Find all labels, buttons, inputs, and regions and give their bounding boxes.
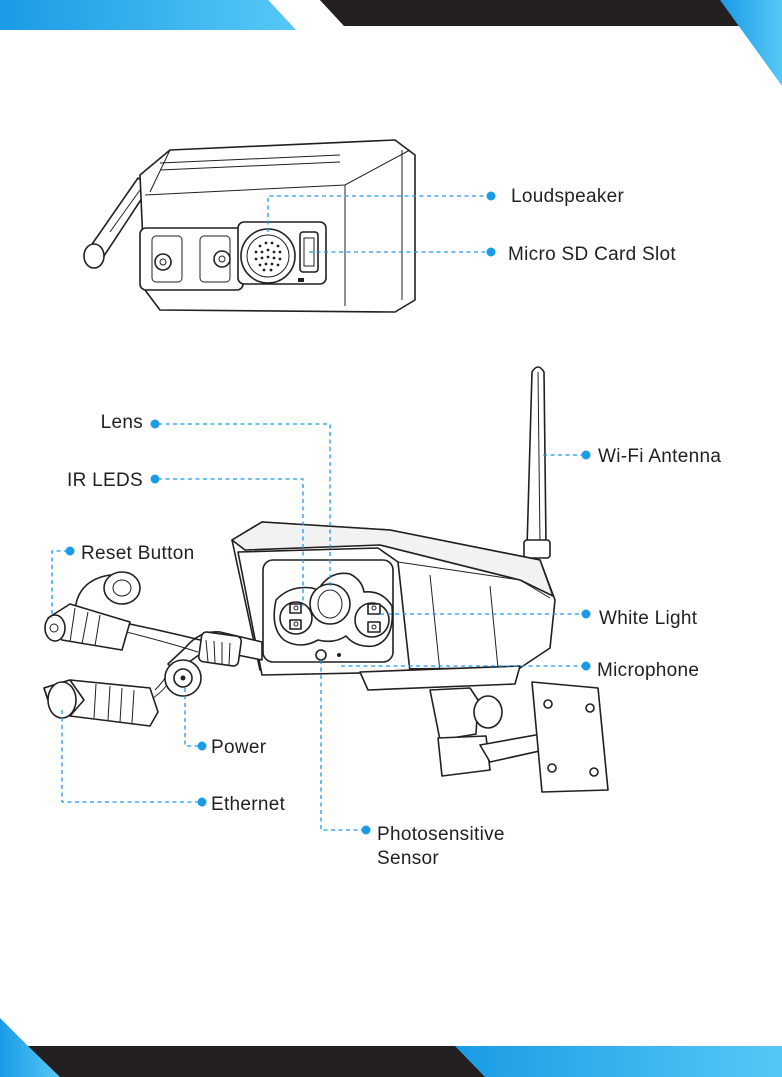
dot-loudspeaker [487, 192, 496, 201]
power-jack [165, 660, 201, 696]
mount-plate [140, 228, 243, 290]
reset-connector [45, 604, 130, 650]
ir-led-cluster [280, 602, 312, 634]
label-white-light: White Light [599, 608, 698, 629]
label-photosensitive-line2: Sensor [377, 848, 439, 869]
dot-microphone [582, 662, 591, 671]
ethernet-connector [44, 680, 158, 726]
label-power: Power [211, 737, 267, 758]
label-lens: Lens [101, 412, 143, 433]
dot-micro-sd [487, 248, 496, 257]
dot-ethernet [198, 798, 207, 807]
label-reset-button: Reset Button [81, 543, 194, 564]
photosensor [316, 650, 326, 660]
label-microphone: Microphone [597, 660, 699, 681]
dot-ir-leds [151, 475, 160, 484]
label-loudspeaker: Loudspeaker [511, 186, 625, 207]
leader-power [185, 688, 200, 746]
dot-reset-button [66, 547, 75, 556]
white-light-cluster [355, 603, 389, 637]
top-band [0, 0, 782, 86]
bottom-band [0, 1018, 782, 1077]
label-ethernet: Ethernet [211, 794, 286, 815]
wifi-antenna [524, 367, 550, 558]
dot-white-light [582, 610, 591, 619]
dot-power [198, 742, 207, 751]
label-ir-leds: IR LEDS [67, 470, 143, 491]
dot-wifi-antenna [582, 451, 591, 460]
wall-bracket [430, 682, 608, 792]
camera-back-view [84, 140, 415, 312]
leader-photosensitive [321, 660, 365, 830]
dot-photosensitive [362, 826, 371, 835]
label-wifi-antenna: Wi-Fi Antenna [598, 446, 721, 467]
microphone-hole [337, 653, 341, 657]
label-photosensitive-line1: Photosensitive [377, 824, 505, 845]
label-micro-sd-card-slot: Micro SD Card Slot [508, 244, 676, 265]
dot-lens [151, 420, 160, 429]
